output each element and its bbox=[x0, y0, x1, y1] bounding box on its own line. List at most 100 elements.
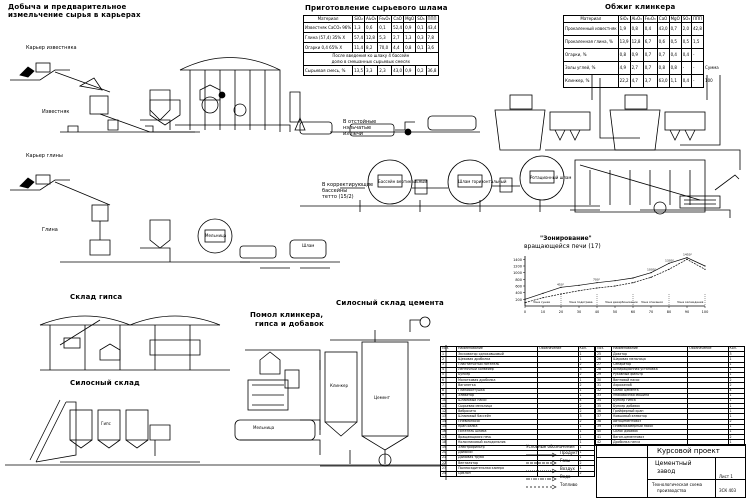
divider bbox=[597, 457, 745, 458]
course-project-label: Курсовой проект bbox=[657, 447, 720, 455]
legend-line-sample bbox=[526, 452, 557, 458]
scheme-label-1: Технологическая схема bbox=[652, 482, 703, 487]
chart-point-label: 1450° bbox=[683, 253, 693, 257]
chart-point-label: 1000° bbox=[647, 268, 657, 272]
chart-zone-label: Зона сушки bbox=[533, 300, 550, 304]
legend-item-label: Топливо bbox=[560, 482, 578, 487]
clay-short-label: Глина bbox=[42, 227, 58, 233]
table-cell: 70,0 bbox=[377, 42, 393, 53]
chart-x-tick-label: 60 bbox=[631, 310, 635, 314]
basin-label: Бассейн вертикальный bbox=[378, 179, 427, 184]
gypsum-label: Гипс bbox=[101, 421, 111, 426]
legend-arrow bbox=[551, 468, 557, 474]
to-tank-3: из печи bbox=[343, 131, 364, 137]
chart-x-tick-label: 50 bbox=[613, 310, 617, 314]
legend-line-sample bbox=[526, 476, 557, 482]
legend-line-sample bbox=[526, 460, 557, 466]
divider bbox=[647, 479, 745, 480]
table-cell: 3,6 bbox=[425, 42, 439, 53]
raw-sludge-title: Приготовление сырьевого шлама bbox=[305, 4, 448, 12]
chart-y-tick-label: 600 bbox=[515, 285, 522, 289]
scheme-label-2: производства bbox=[657, 488, 687, 493]
slurry-basins bbox=[300, 155, 600, 212]
chart-data-point bbox=[704, 268, 706, 270]
chart-point-label: 700° bbox=[593, 278, 601, 282]
chart-point-label: 1300° bbox=[665, 258, 675, 262]
chart-title: "Зонирование" bbox=[540, 235, 592, 242]
chart-x-tick-label: 10 bbox=[541, 310, 545, 314]
table-cell: 0,1 bbox=[415, 42, 427, 53]
legend-arrow bbox=[551, 452, 557, 458]
plant-name-2: завод bbox=[657, 468, 676, 475]
chart-x-tick-label: 30 bbox=[577, 310, 581, 314]
table-cell: 3,7 bbox=[642, 74, 658, 88]
table-row: Сырьевая смесь, % 13,5 3,3 2,3 43,0 0,9 … bbox=[302, 65, 439, 76]
chart-data-point bbox=[632, 277, 634, 279]
table-cell: 2 bbox=[577, 470, 596, 477]
to-correct-3: тетто (15/2) bbox=[322, 194, 354, 200]
chart-y-tick-label: 400 bbox=[515, 291, 522, 295]
chart-x-tick-label: 70 bbox=[649, 310, 653, 314]
chart-data-point bbox=[668, 262, 670, 264]
chart-y-tick-label: 1200 bbox=[513, 265, 522, 269]
table-cell: 36,8 bbox=[425, 65, 439, 76]
chart-zone-label: Зона подогрева bbox=[569, 300, 593, 304]
legend-item-label: Продукт bbox=[560, 450, 578, 455]
chart-data-point bbox=[632, 282, 634, 284]
table-cell: 3,3 bbox=[364, 65, 379, 76]
chart-data-point bbox=[650, 276, 652, 278]
limestone-quarry-label: Карьер известняка bbox=[26, 45, 77, 51]
chart-series-line bbox=[524, 257, 706, 300]
silo-store bbox=[29, 399, 200, 463]
chart-data-point bbox=[596, 287, 598, 289]
to-tank-1: В отстойные bbox=[343, 119, 377, 125]
cement-silos bbox=[320, 316, 440, 467]
legend-arrow bbox=[551, 460, 557, 466]
chart-data-point bbox=[614, 285, 616, 287]
chart-data-point bbox=[524, 302, 526, 304]
basin-label: Шлам горизонтальный bbox=[458, 179, 507, 184]
divider bbox=[715, 457, 716, 497]
plant-name-1: Цементный bbox=[655, 460, 692, 467]
table-cell: 2,3 bbox=[377, 65, 393, 76]
table-cell: - bbox=[691, 74, 705, 88]
chart-x-tick-label: 0 bbox=[524, 310, 526, 314]
chart-y-tick-label: 1000 bbox=[513, 271, 522, 275]
table-row: Золы углей, % 4,9 2,7 0,7 0,8 0,8 - - Су… bbox=[563, 61, 721, 75]
mill-label: Мельница bbox=[205, 233, 227, 238]
chart-zone-label: Зона декарбонизации bbox=[605, 300, 638, 304]
table-cell: 8,2 bbox=[364, 42, 379, 53]
chart-x-tick-label: 90 bbox=[685, 310, 689, 314]
chart-data-point bbox=[542, 297, 544, 299]
chart-subtitle: вращающейся печи (17) bbox=[524, 243, 601, 250]
to-correct-1: В корректирующие bbox=[322, 182, 374, 188]
chart-x-tick-label: 80 bbox=[667, 310, 671, 314]
legend-title: Условные обозначения bbox=[526, 444, 575, 449]
chart-data-point bbox=[596, 282, 598, 284]
legend-line-sample bbox=[526, 484, 557, 490]
chart-data-point bbox=[560, 286, 562, 288]
chart-data-point bbox=[578, 284, 580, 286]
clinker-table: Материал SiO₂ Al₂O₃ Fe₂O₃ CaO MgO SO₃ ПП… bbox=[563, 15, 721, 88]
raw-sludge-table: Материал SiO₂ Al₂O₃ Fe₂O₃ CaO MgO SO₃ ПП… bbox=[302, 15, 439, 76]
chart-data-point bbox=[668, 268, 670, 270]
chart-data-point bbox=[578, 290, 580, 292]
chart-y-tick-label: 800 bbox=[515, 278, 522, 282]
legend-item-label: Газы bbox=[560, 458, 571, 463]
group-label: ЗСК 403 bbox=[719, 488, 737, 493]
table-row: После введения ко шлаку 4 бассейн bbox=[303, 52, 439, 59]
chart-data-point bbox=[650, 272, 652, 274]
table-cell: 0,4 bbox=[642, 22, 658, 36]
table-cell: Огарки 0,4 65% Х bbox=[302, 42, 354, 53]
basin-label: Ротационный шлам bbox=[530, 175, 572, 180]
sheet-label: Лист 1 bbox=[719, 474, 733, 479]
table-cell: Клинкер, % bbox=[563, 74, 619, 88]
table-cell: Сумма bbox=[705, 65, 719, 70]
cement-silo-title: Силосный склад цемента bbox=[336, 299, 444, 307]
mill-label: Мельница bbox=[253, 425, 275, 430]
title-block: Курсовой проект Цементный завод Технолог… bbox=[596, 444, 746, 498]
